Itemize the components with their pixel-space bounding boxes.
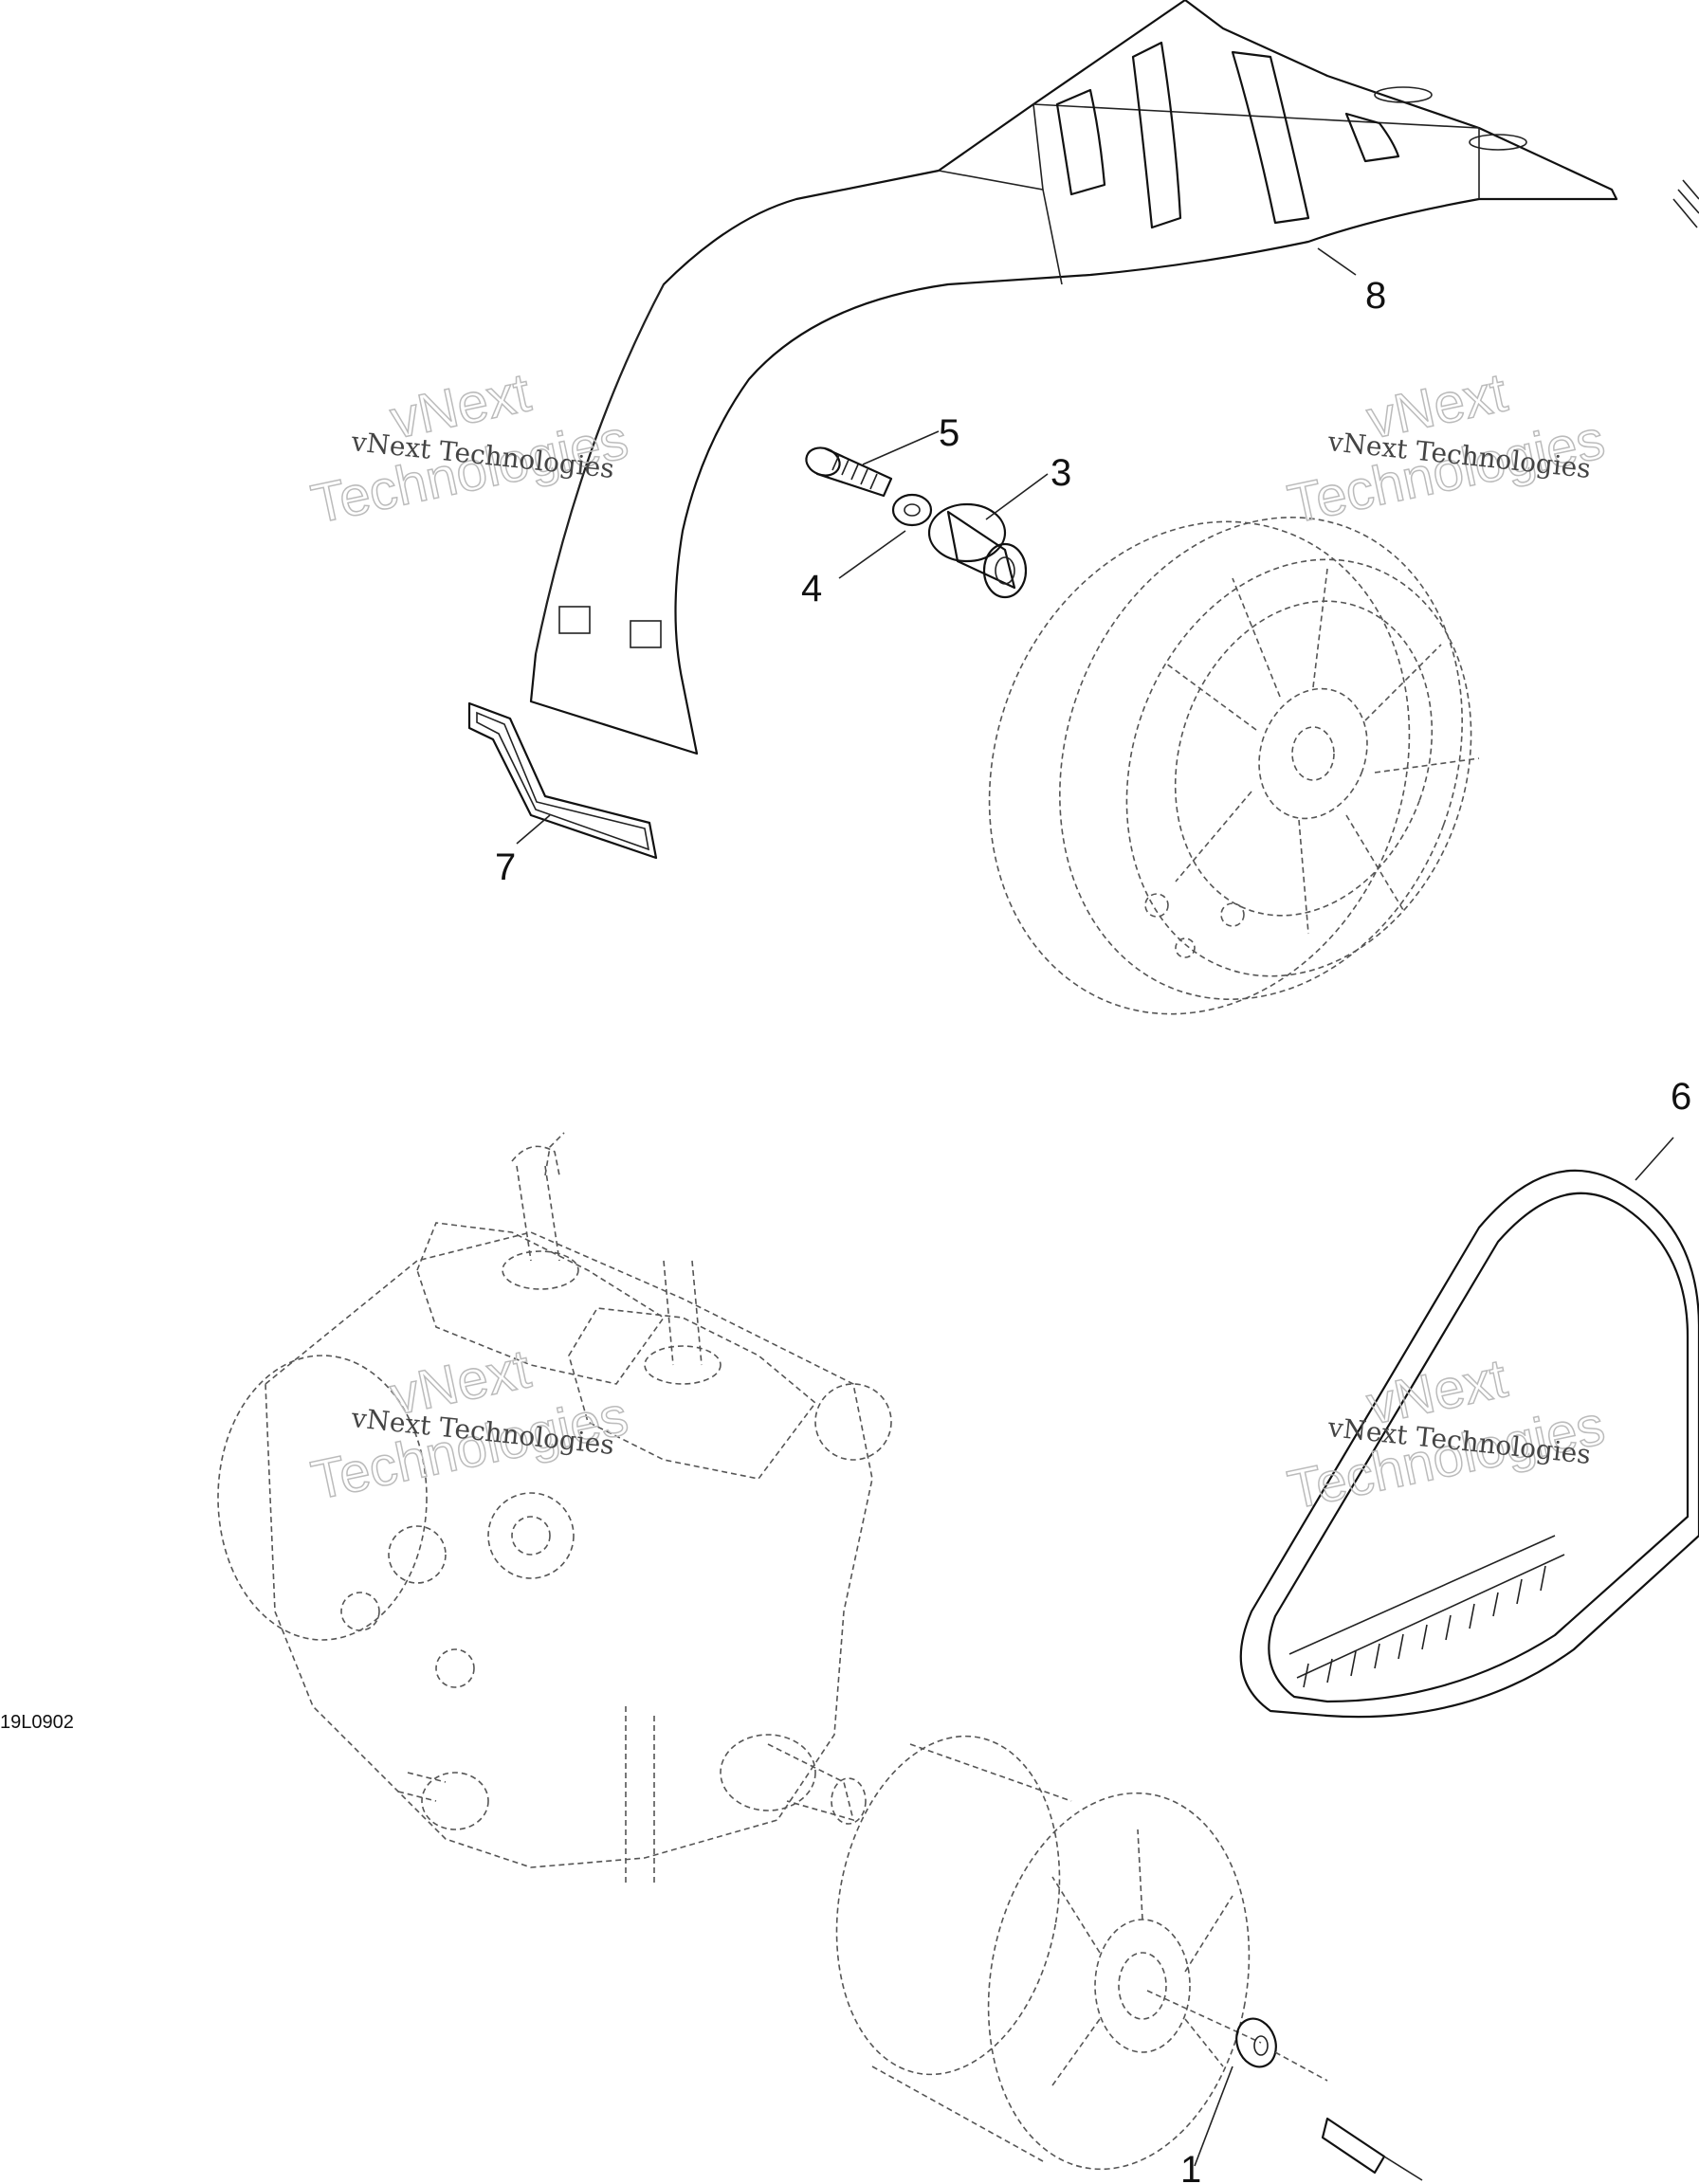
belt-guard-part-8 [529, 0, 1618, 755]
drive-pulley-reference [835, 1735, 1262, 2171]
callout-3: 3 [1050, 452, 1071, 494]
spacer-part-3 [927, 502, 1028, 599]
screw-part-5 [805, 446, 893, 498]
watermark-1: vNext Technologies vNext Technologies [305, 360, 633, 536]
callout-7: 7 [495, 846, 516, 888]
watermark-2: vNext Technologies vNext Technologies [1282, 360, 1610, 536]
edge-mark [1672, 179, 1699, 228]
washer-part-4 [891, 493, 933, 527]
washer-part-1 [1235, 2017, 1423, 2181]
callout-6: 6 [1671, 1076, 1691, 1118]
drive-belt-part-6 [1239, 1169, 1699, 1719]
driven-pulley-reference [988, 517, 1480, 1015]
drawing-code: 19L0902 [0, 1712, 74, 1733]
engine-reference [217, 1132, 892, 1886]
callouts: 8 5 3 4 7 6 1 [495, 275, 1691, 2184]
callout-5: 5 [939, 412, 959, 454]
callout-8: 8 [1365, 275, 1386, 317]
leader-lines [516, 247, 1674, 2167]
watermark-4: vNext Technologies vNext Technologies [1282, 1346, 1610, 1521]
gasket-part-7 [467, 701, 658, 860]
watermark-3: vNext Technologies vNext Technologies [305, 1337, 633, 1512]
callout-1: 1 [1180, 2149, 1201, 2184]
callout-4: 4 [801, 568, 822, 610]
